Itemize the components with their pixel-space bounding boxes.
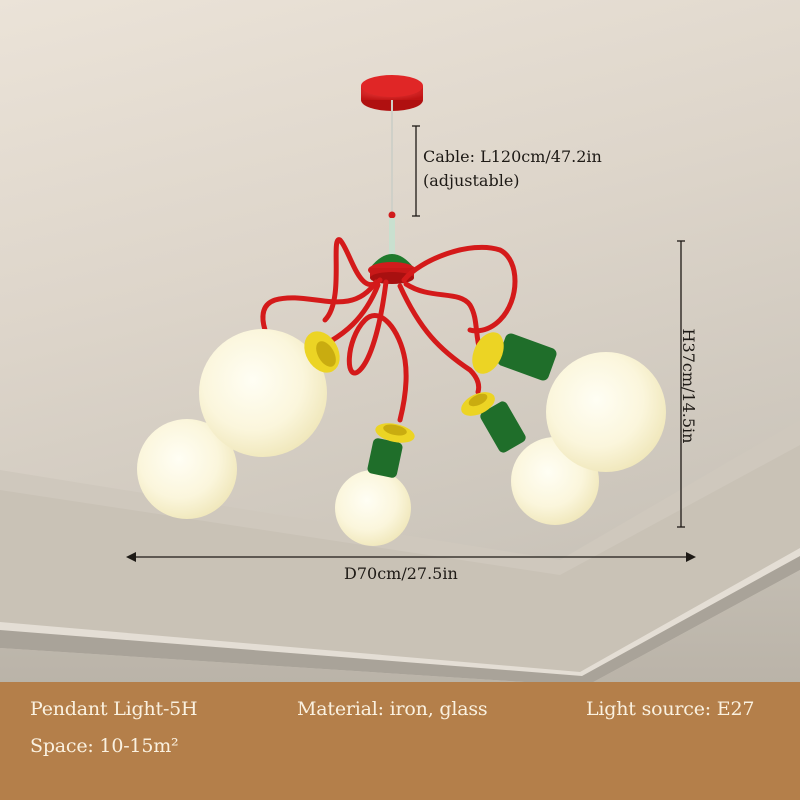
product-info-bar: Pendant Light-5H Material: iron, glass L…: [0, 682, 800, 800]
pendant-light-photo: [0, 0, 800, 682]
model-name: Pendant Light-5H: [30, 698, 198, 720]
cable-length-label: Cable: L120cm/47.2in (adjustable): [423, 145, 602, 193]
cable-length-text: Cable: L120cm/47.2in: [423, 147, 602, 166]
space-spec: Space: 10-15m²: [30, 735, 179, 757]
light-source-spec: Light source: E27: [586, 698, 755, 720]
material-spec: Material: iron, glass: [297, 698, 488, 720]
diameter-label: D70cm/27.5in: [344, 564, 458, 583]
cable-adjustable-text: (adjustable): [423, 171, 520, 190]
height-label: H37cm/14.5in: [679, 328, 698, 444]
